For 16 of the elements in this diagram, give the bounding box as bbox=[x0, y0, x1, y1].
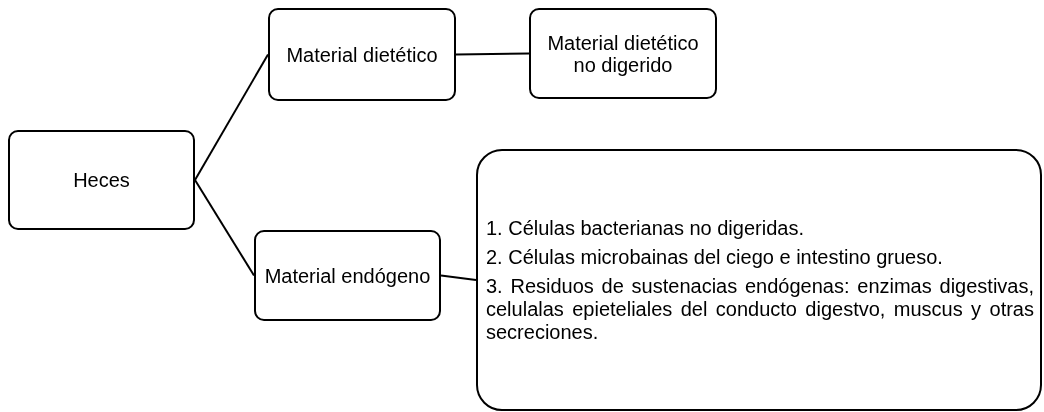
node-label: Material dietético bbox=[286, 43, 438, 66]
connector-line bbox=[455, 52, 530, 56]
connector-line bbox=[194, 53, 269, 181]
connector-line bbox=[440, 274, 477, 281]
connector-line bbox=[194, 179, 255, 277]
list-item: 3. Residuos de sustenacias endógenas: enzimas digestivas, celulalas epieteliales del conducto digestvo, muscus y otras secreciones. bbox=[486, 274, 1034, 344]
rounded-box bbox=[254, 230, 441, 321]
rounded-box bbox=[268, 8, 456, 101]
node-label: Material dietético no digerido bbox=[546, 31, 700, 76]
rounded-box bbox=[8, 130, 195, 230]
list-item: 1. Células bacterianas no digeridas. bbox=[486, 216, 805, 240]
rounded-box bbox=[529, 8, 717, 99]
node-label: Heces bbox=[73, 169, 130, 191]
node-label: Material endógeno bbox=[264, 264, 431, 287]
list-box bbox=[476, 149, 1042, 411]
list-item: 2. Células microbainas del ciego e intestino grueso. bbox=[486, 245, 944, 269]
